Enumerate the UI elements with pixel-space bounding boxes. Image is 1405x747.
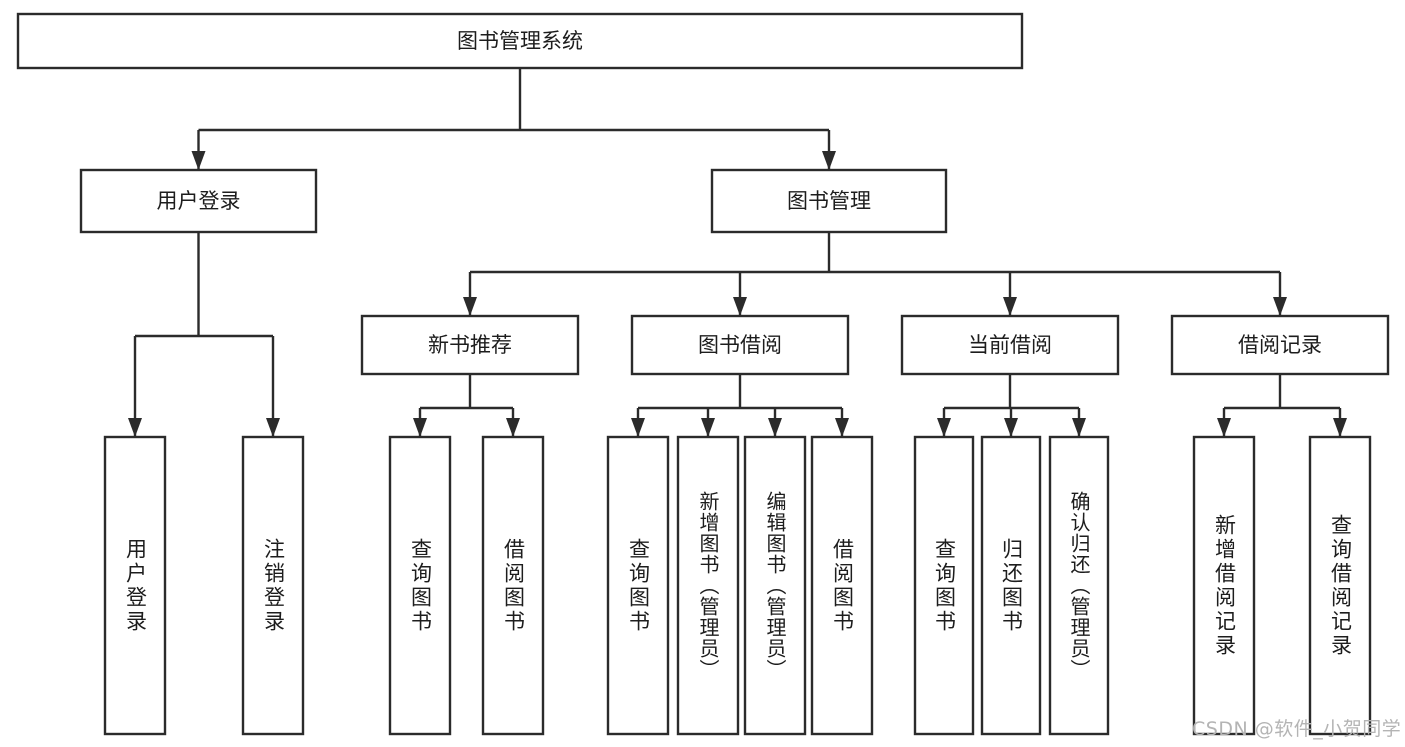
node-box-layer bbox=[16, 12, 1390, 736]
node-box-查询图书[interactable] bbox=[913, 435, 975, 736]
connector-arrowhead bbox=[1273, 297, 1287, 316]
node-box-图书管理[interactable] bbox=[710, 168, 948, 234]
node-box-借阅记录[interactable] bbox=[1170, 314, 1390, 376]
connector-arrowhead bbox=[822, 151, 836, 170]
connector-arrowhead bbox=[631, 418, 645, 437]
connector-arrowhead bbox=[1333, 418, 1347, 437]
node-box-新增借阅记录[interactable] bbox=[1192, 435, 1256, 736]
node-box-借阅图书[interactable] bbox=[481, 435, 545, 736]
connector-arrowhead bbox=[506, 418, 520, 437]
connector-arrowhead bbox=[768, 418, 782, 437]
connector-arrowhead bbox=[1003, 297, 1017, 316]
node-label-当前借阅: 当前借阅 bbox=[968, 333, 1052, 357]
connector-arrowhead bbox=[1217, 418, 1231, 437]
node-label-新书推荐: 新书推荐 bbox=[428, 333, 512, 357]
node-label-用户登录: 用户登录 bbox=[157, 189, 241, 213]
node-label-借阅记录: 借阅记录 bbox=[1238, 333, 1322, 357]
node-box-注销登录[interactable] bbox=[241, 435, 305, 736]
node-box-图书管理系统[interactable] bbox=[16, 12, 1024, 70]
connector-arrowhead bbox=[1072, 418, 1086, 437]
connector-arrowhead bbox=[413, 418, 427, 437]
connector-arrowhead bbox=[463, 297, 477, 316]
connector-arrowhead bbox=[191, 151, 206, 170]
node-label-图书管理系统: 图书管理系统 bbox=[457, 29, 583, 53]
node-box-编辑图书管理员[interactable] bbox=[743, 435, 807, 736]
node-box-借阅图书[interactable] bbox=[810, 435, 874, 736]
connector-arrowhead bbox=[701, 418, 715, 437]
node-box-当前借阅[interactable] bbox=[900, 314, 1120, 376]
node-label-图书借阅: 图书借阅 bbox=[698, 333, 782, 357]
csdn-watermark: CSDN @软件_小贺同学 bbox=[1192, 718, 1402, 740]
connector-layer bbox=[128, 68, 1347, 437]
node-box-用户登录[interactable] bbox=[103, 435, 167, 736]
connector-arrowhead bbox=[733, 297, 747, 316]
node-box-新书推荐[interactable] bbox=[360, 314, 580, 376]
node-box-查询图书[interactable] bbox=[388, 435, 452, 736]
node-box-确认归还管理员[interactable] bbox=[1048, 435, 1110, 736]
connector-arrowhead bbox=[1004, 418, 1018, 437]
connector-arrowhead bbox=[937, 418, 951, 437]
connector-arrowhead bbox=[128, 418, 142, 437]
node-box-归还图书[interactable] bbox=[980, 435, 1042, 736]
node-box-新增图书管理员[interactable] bbox=[676, 435, 740, 736]
node-box-用户登录[interactable] bbox=[79, 168, 318, 234]
node-box-图书借阅[interactable] bbox=[630, 314, 850, 376]
connector-arrowhead bbox=[835, 418, 849, 437]
connector-arrowhead bbox=[266, 418, 280, 437]
node-box-查询图书[interactable] bbox=[606, 435, 670, 736]
node-label-图书管理: 图书管理 bbox=[787, 189, 871, 213]
node-box-查询借阅记录[interactable] bbox=[1308, 435, 1372, 736]
